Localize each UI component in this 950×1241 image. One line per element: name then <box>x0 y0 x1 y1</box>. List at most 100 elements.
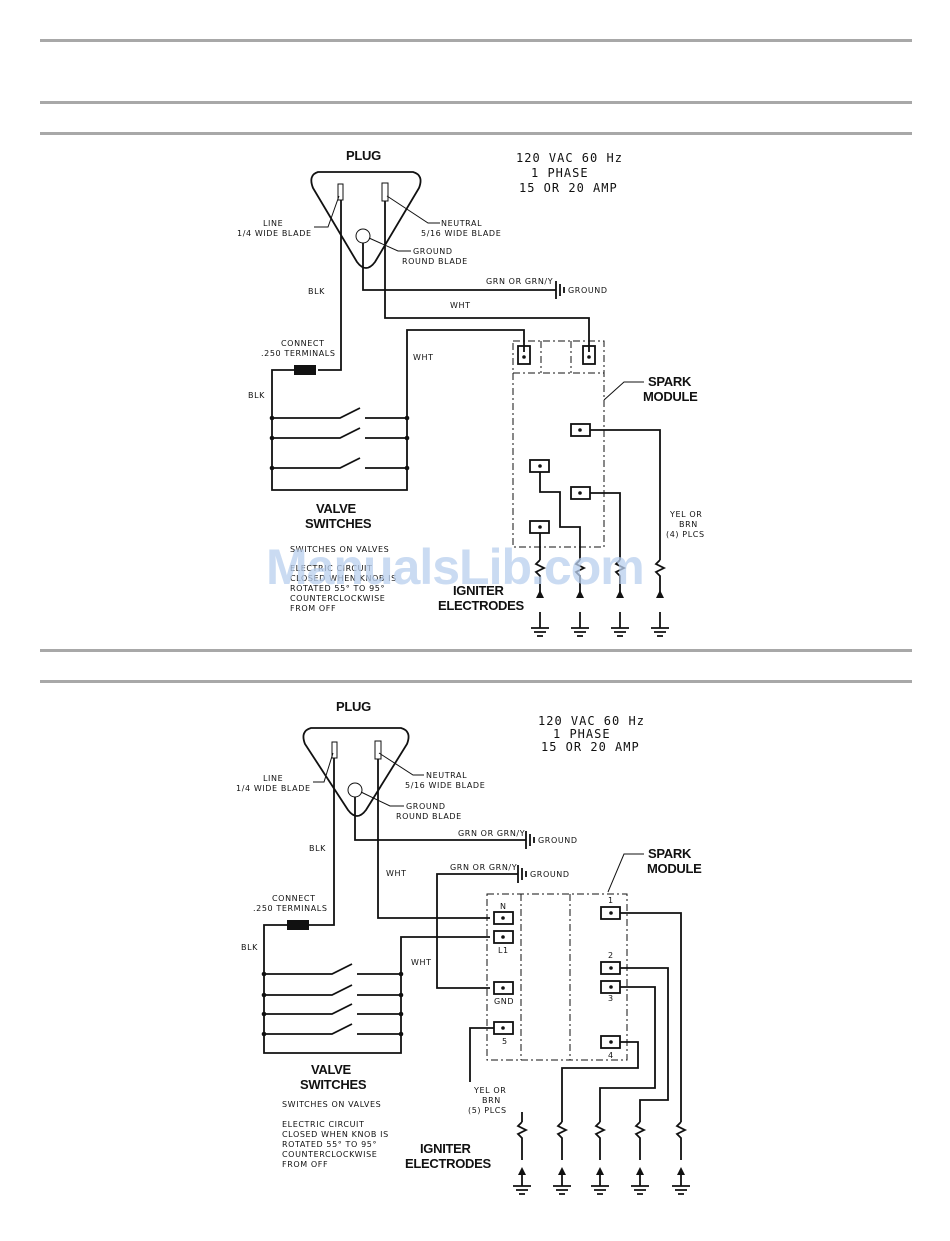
connector-terminal <box>294 365 316 375</box>
terminal-label-4: 4 <box>608 1051 614 1060</box>
power-spec-2-2: 1 PHASE <box>553 727 611 741</box>
wht-label-2-1: WHT <box>386 869 407 878</box>
blk-label-2-2: BLK <box>241 943 258 952</box>
module-title-2: MODULE <box>647 861 702 876</box>
header-rule-2 <box>40 101 912 104</box>
terminal-label-n: N <box>500 902 507 911</box>
connect-label-2: CONNECT <box>272 894 316 903</box>
module-title: MODULE <box>643 389 698 404</box>
valve-loop <box>271 329 525 491</box>
valve-loop-2 <box>263 924 490 1054</box>
ground-symbol-3 <box>517 865 527 883</box>
power-spec-1: 120 VAC 60 Hz <box>516 151 623 165</box>
igniter-title-2: IGNITER <box>420 1141 472 1156</box>
ground-blade-label-2: ROUND BLADE <box>396 812 462 821</box>
right-terminals <box>600 906 621 1049</box>
neutral-blade-label: 5/16 WIDE BLADE <box>421 229 501 238</box>
grn-label: GRN OR GRN/Y <box>486 277 553 286</box>
ground-symbol-2 <box>525 831 535 849</box>
power-spec-2-1: 120 VAC 60 Hz <box>538 714 645 728</box>
grn-label-2: GRN OR GRN/Y <box>458 829 525 838</box>
ground-label-2b: GROUND <box>530 870 570 879</box>
line-blade-label-2: 1/4 WIDE BLADE <box>236 784 311 793</box>
ground-blade-label: ROUND BLADE <box>402 257 468 266</box>
terminal-label-3: 3 <box>608 994 614 1003</box>
terminal-l1 <box>517 345 531 365</box>
svg-text:COUNTERCLOCKWISE: COUNTERCLOCKWISE <box>290 594 385 603</box>
plug-title-2: PLUG <box>336 699 371 714</box>
ground-label: GROUND <box>413 247 453 256</box>
wiring-diagram-2: PLUG 120 VAC 60 Hz 1 PHASE 15 OR 20 AMP … <box>236 699 702 1195</box>
wht-wire-neutral-2 <box>377 759 490 919</box>
line-blade-label: 1/4 WIDE BLADE <box>237 229 312 238</box>
svg-text:COUNTERCLOCKWISE: COUNTERCLOCKWISE <box>282 1150 377 1159</box>
wiring-diagram-1: PLUG 120 VAC 60 Hz 1 PHASE 15 OR 20 AMP … <box>237 148 705 637</box>
switches-note-2: SWITCHES ON VALVES ELECTRIC CIRCUIT CLOS… <box>282 1100 388 1169</box>
valve-title-2: VALVE <box>311 1062 352 1077</box>
wht-label-2: WHT <box>413 353 434 362</box>
electrodes-title: ELECTRODES <box>438 598 524 613</box>
valve-switch-bank-2 <box>261 963 404 1037</box>
terminal-label-2: 2 <box>608 951 614 960</box>
svg-text:FROM OFF: FROM OFF <box>290 604 336 613</box>
neutral-label-2: NEUTRAL <box>426 771 467 780</box>
svg-text:SWITCHES ON VALVES: SWITCHES ON VALVES <box>282 1100 381 1109</box>
switches-title-2: SWITCHES <box>300 1077 367 1092</box>
svg-text:SWITCHES ON VALVES: SWITCHES ON VALVES <box>290 545 389 554</box>
header-rule-3 <box>40 132 912 135</box>
svg-text:ELECTRIC CIRCUIT: ELECTRIC CIRCUIT <box>290 564 372 573</box>
switches-note: SWITCHES ON VALVES ELECTRIC CIRCUIT CLOS… <box>290 545 397 613</box>
connector-terminal-2 <box>287 920 309 930</box>
neutral-blade-label-2: 5/16 WIDE BLADE <box>405 781 485 790</box>
ground-symbol-1 <box>555 281 565 299</box>
plcs-label-2: (5) PLCS <box>468 1106 507 1115</box>
ground-blade <box>355 228 371 244</box>
ground-wire <box>362 243 556 291</box>
spark-title: SPARK <box>648 374 692 389</box>
ground-label-2: GROUND <box>406 802 446 811</box>
plug-outline <box>310 171 422 269</box>
grn-label-2b: GRN OR GRN/Y <box>450 863 517 872</box>
valve-title: VALVE <box>316 501 357 516</box>
line-label: LINE <box>263 219 283 228</box>
gnd-wire-2 <box>436 873 518 989</box>
watermark: ManualsLib.com <box>266 539 644 595</box>
neutral-leader <box>386 195 440 224</box>
wht-label-2-2: WHT <box>411 958 432 967</box>
wht-wire-neutral <box>384 201 590 352</box>
ground-leader <box>368 237 411 252</box>
svg-text:ELECTRIC CIRCUIT: ELECTRIC CIRCUIT <box>282 1120 364 1129</box>
brn-label-2: BRN <box>482 1096 501 1105</box>
valve-switch-bank <box>269 407 410 471</box>
igniter-electrodes-1 <box>531 559 669 637</box>
plcs-label: (4) PLCS <box>666 530 705 539</box>
svg-text:CLOSED WHEN KNOB IS: CLOSED WHEN KNOB IS <box>290 574 397 583</box>
ground-label-2-sym: GROUND <box>538 836 578 845</box>
line-leader <box>314 195 340 228</box>
neutral-blade <box>381 182 389 202</box>
left-terminals <box>493 911 514 1035</box>
blk-wire <box>318 200 342 371</box>
module-outputs-2 <box>469 912 682 1122</box>
connect-terminals-label-2: .250 TERMINALS <box>253 904 328 913</box>
blk-label-2-1: BLK <box>309 844 326 853</box>
spark-leader <box>603 381 644 401</box>
plug-outline-2 <box>302 727 410 817</box>
section-rule-5 <box>40 680 912 683</box>
plug-title: PLUG <box>346 148 381 163</box>
igniter-title: IGNITER <box>453 583 505 598</box>
section-rule-4 <box>40 649 912 652</box>
svg-text:ROTATED 55° TO 95°: ROTATED 55° TO 95° <box>282 1140 377 1149</box>
ground-symbol-label: GROUND <box>568 286 608 295</box>
terminal-label-gnd: GND <box>494 997 514 1006</box>
power-spec-2: 1 PHASE <box>531 166 589 180</box>
power-spec-2-3: 15 OR 20 AMP <box>541 740 640 754</box>
connect-label: CONNECT <box>281 339 325 348</box>
yel-label-2: YEL OR <box>473 1086 506 1095</box>
module-outputs <box>529 423 661 560</box>
svg-text:FROM OFF: FROM OFF <box>282 1160 328 1169</box>
switches-title: SWITCHES <box>305 516 372 531</box>
spark-module-box-2 <box>486 893 628 1061</box>
terminal-label-l1: L1 <box>498 946 509 955</box>
connect-terminals-label: .250 TERMINALS <box>261 349 336 358</box>
